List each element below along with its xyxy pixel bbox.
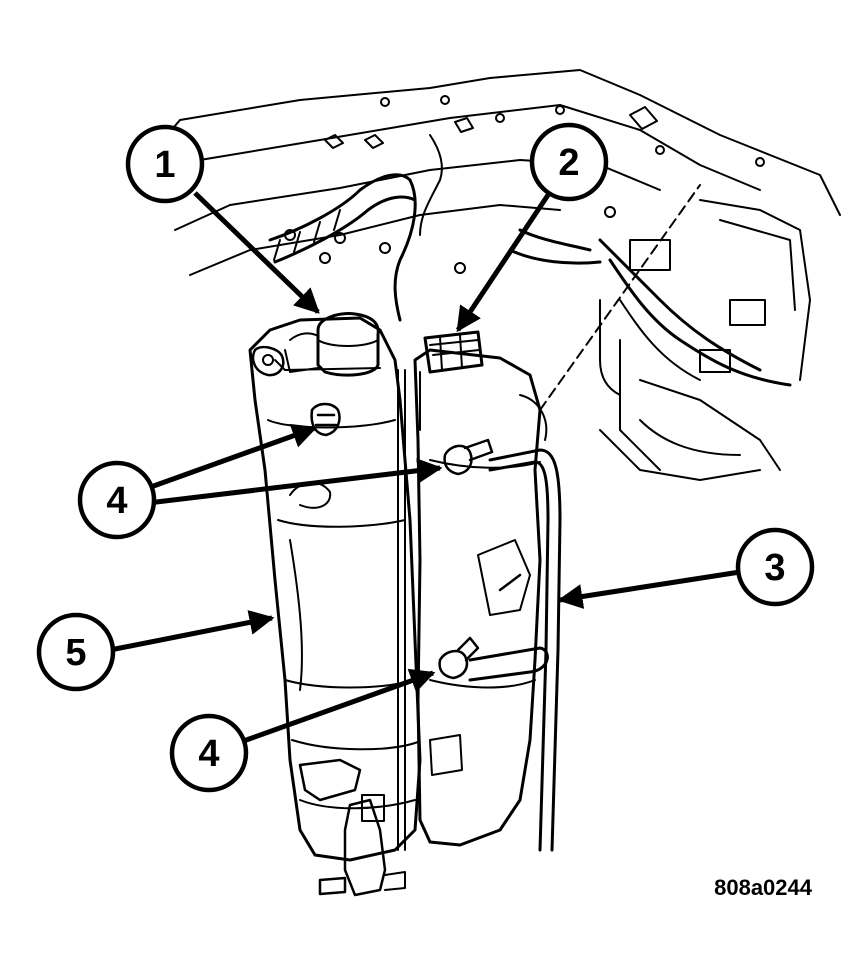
callout-5: 5 — [36, 612, 116, 692]
callout-4b-label: 4 — [198, 733, 219, 775]
callout-1: 1 — [125, 124, 205, 204]
level-sensor-connector — [419, 330, 484, 431]
callout-5-label: 5 — [65, 632, 86, 674]
leader-4b — [237, 668, 436, 746]
coolant-reservoir — [248, 316, 422, 897]
callout-4b: 4 — [169, 713, 249, 793]
leader-2 — [455, 193, 551, 333]
callout-3: 3 — [735, 527, 815, 607]
callout-1-label: 1 — [154, 144, 175, 186]
leader-3 — [557, 569, 741, 609]
callout-2: 2 — [529, 122, 609, 202]
figure-id: 808a0244 — [714, 875, 813, 900]
callout-3-label: 3 — [764, 547, 785, 589]
leader-4a-upper — [147, 423, 318, 491]
callout-4a-label: 4 — [106, 480, 127, 522]
engine-bay-background — [149, 69, 841, 481]
leader-1 — [193, 191, 320, 314]
mounting-bolts — [310, 402, 522, 680]
overflow-hose — [468, 394, 562, 852]
leader-5 — [109, 610, 275, 653]
leader-lines — [109, 191, 741, 746]
callout-4a: 4 — [77, 460, 157, 540]
pressure-cap — [284, 312, 380, 377]
leader-4a-lower — [147, 458, 443, 506]
callout-2-label: 2 — [558, 142, 579, 184]
